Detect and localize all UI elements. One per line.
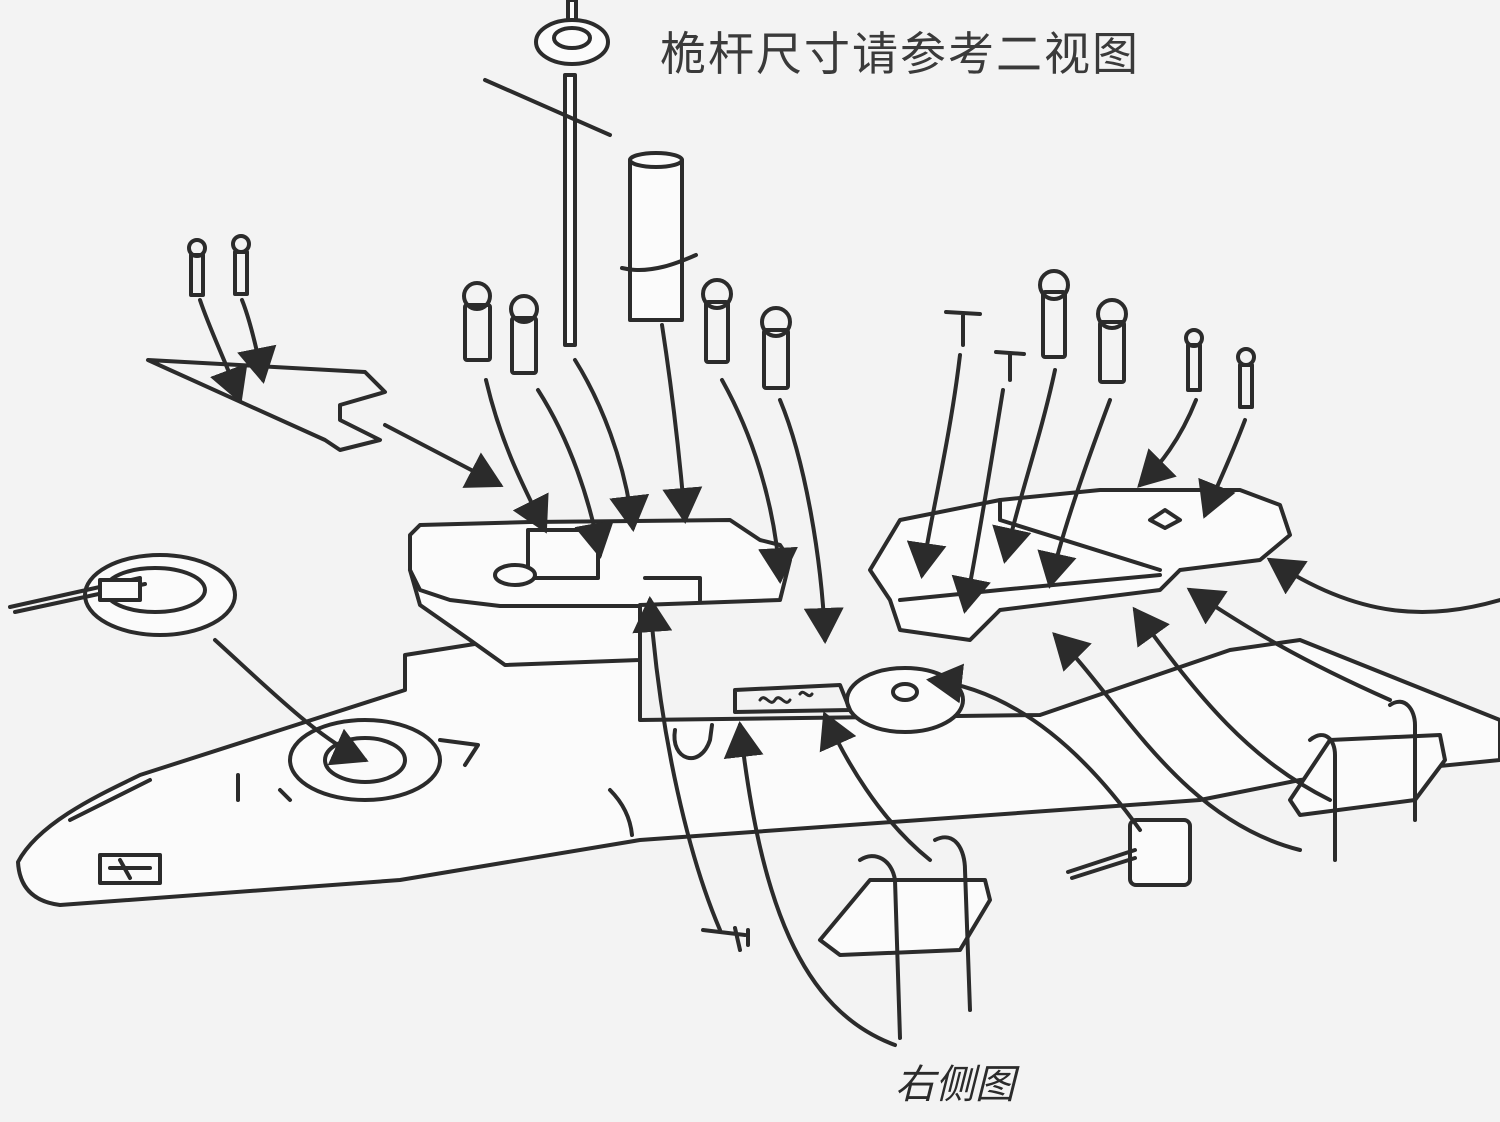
bridge-deck-part	[146, 358, 387, 452]
diagram-title: 桅杆尺寸请参考二视图	[660, 27, 1140, 81]
t-fittings	[944, 310, 1026, 382]
assembly-arrows	[198, 298, 1500, 1047]
forward-turret	[8, 553, 237, 637]
aft-gun	[1066, 818, 1192, 887]
funnel	[620, 151, 698, 322]
ventilator-set	[187, 234, 1256, 409]
ship-hull	[16, 638, 1500, 907]
right-side-view-label: 右侧图	[895, 1062, 1015, 1108]
forward-deck	[408, 518, 792, 667]
mast	[483, 0, 612, 347]
boat-right	[1288, 699, 1447, 862]
boat-left	[818, 835, 992, 1040]
mid-turret	[845, 666, 965, 734]
